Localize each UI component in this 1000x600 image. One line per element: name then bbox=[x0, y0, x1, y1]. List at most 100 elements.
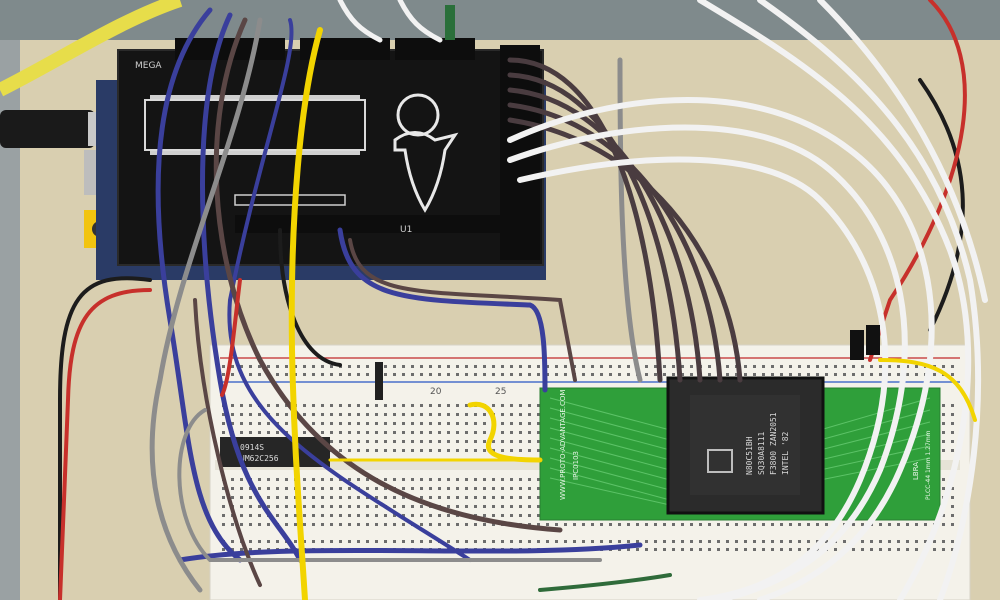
breadboard-hole bbox=[249, 548, 252, 551]
breadboard-hole bbox=[231, 523, 234, 526]
breadboard-hole bbox=[303, 478, 306, 481]
breadboard-hole bbox=[474, 505, 477, 508]
breadboard-hole bbox=[519, 373, 522, 376]
breadboard-hole bbox=[402, 404, 405, 407]
breadboard-hole bbox=[339, 373, 342, 376]
breadboard-hole bbox=[528, 373, 531, 376]
breadboard-hole bbox=[456, 523, 459, 526]
breadboard-hole bbox=[600, 540, 603, 543]
breadboard-hole bbox=[438, 478, 441, 481]
breadboard-hole bbox=[447, 505, 450, 508]
breadboard-hole bbox=[393, 404, 396, 407]
breadboard-hole bbox=[375, 540, 378, 543]
breadboard-hole bbox=[366, 540, 369, 543]
breadboard-hole bbox=[951, 404, 954, 407]
breadboard-hole bbox=[357, 422, 360, 425]
breadboard-hole bbox=[447, 487, 450, 490]
breadboard-hole bbox=[357, 413, 360, 416]
breadboard-hole bbox=[429, 496, 432, 499]
breadboard-hole bbox=[519, 505, 522, 508]
breadboard-hole bbox=[339, 404, 342, 407]
breadboard-hole bbox=[348, 496, 351, 499]
breadboard-hole bbox=[942, 404, 945, 407]
board-label: MEGA bbox=[135, 61, 162, 71]
breadboard-hole bbox=[870, 373, 873, 376]
breadboard-hole bbox=[267, 487, 270, 490]
breadboard-hole bbox=[357, 404, 360, 407]
breadboard-hole bbox=[627, 373, 630, 376]
breadboard-hole bbox=[294, 514, 297, 517]
breadboard-hole bbox=[492, 440, 495, 443]
breadboard-hole bbox=[429, 487, 432, 490]
breadboard-hole bbox=[501, 478, 504, 481]
breadboard-hole bbox=[681, 548, 684, 551]
breadboard-hole bbox=[411, 422, 414, 425]
breadboard-hole bbox=[492, 540, 495, 543]
breadboard-hole bbox=[708, 373, 711, 376]
adapter-code: IPC0103 bbox=[572, 451, 580, 480]
breadboard-hole bbox=[240, 478, 243, 481]
breadboard-hole bbox=[348, 365, 351, 368]
breadboard-hole bbox=[330, 365, 333, 368]
breadboard-hole bbox=[321, 404, 324, 407]
breadboard-hole bbox=[951, 365, 954, 368]
breadboard-hole bbox=[852, 365, 855, 368]
breadboard-hole bbox=[402, 373, 405, 376]
breadboard-hole bbox=[681, 523, 684, 526]
breadboard-hole bbox=[663, 365, 666, 368]
breadboard-hole bbox=[528, 365, 531, 368]
breadboard-hole bbox=[249, 373, 252, 376]
breadboard-hole bbox=[420, 413, 423, 416]
breadboard-hole bbox=[789, 373, 792, 376]
wire-white-5 bbox=[757, 0, 982, 600]
breadboard-hole bbox=[708, 523, 711, 526]
breadboard-hole bbox=[528, 540, 531, 543]
breadboard-hole bbox=[375, 514, 378, 517]
breadboard-hole bbox=[501, 404, 504, 407]
breadboard-hole bbox=[501, 487, 504, 490]
breadboard-hole bbox=[384, 496, 387, 499]
breadboard-hole bbox=[375, 440, 378, 443]
breadboard-hole bbox=[384, 514, 387, 517]
breadboard-hole bbox=[537, 496, 540, 499]
breadboard-hole bbox=[798, 365, 801, 368]
breadboard-hole bbox=[303, 431, 306, 434]
breadboard-hole bbox=[483, 431, 486, 434]
breadboard-hole bbox=[780, 365, 783, 368]
green-connector bbox=[445, 5, 455, 40]
breadboard-hole bbox=[465, 496, 468, 499]
breadboard-hole bbox=[267, 505, 270, 508]
breadboard-hole bbox=[429, 431, 432, 434]
wire-purple-3 bbox=[337, 227, 548, 393]
breadboard-hole bbox=[474, 487, 477, 490]
breadboard-hole bbox=[942, 431, 945, 434]
breadboard-hole bbox=[348, 422, 351, 425]
breadboard-hole bbox=[555, 373, 558, 376]
breadboard-hole bbox=[708, 365, 711, 368]
wire-white-4 bbox=[697, 0, 972, 600]
dupont-connector-2 bbox=[866, 325, 880, 355]
breadboard-hole bbox=[483, 413, 486, 416]
breadboard-hole bbox=[285, 413, 288, 416]
breadboard-hole bbox=[537, 422, 540, 425]
breadboard-hole bbox=[654, 373, 657, 376]
breadboard-hole bbox=[294, 540, 297, 543]
breadboard-hole bbox=[807, 548, 810, 551]
breadboard-hole bbox=[438, 440, 441, 443]
breadboard-hole bbox=[519, 540, 522, 543]
breadboard-hole bbox=[537, 523, 540, 526]
breadboard-hole bbox=[942, 422, 945, 425]
breadboard-hole bbox=[411, 373, 414, 376]
breadboard-hole bbox=[771, 523, 774, 526]
breadboard-hole bbox=[285, 523, 288, 526]
breadboard-hole bbox=[429, 540, 432, 543]
bottom-header bbox=[235, 215, 505, 233]
breadboard-hole bbox=[582, 365, 585, 368]
breadboard-hole bbox=[357, 373, 360, 376]
breadboard-hole bbox=[771, 373, 774, 376]
ram-chip-line-2: UM62C256 bbox=[240, 454, 279, 463]
breadboard-hole bbox=[240, 496, 243, 499]
breadboard-hole bbox=[528, 404, 531, 407]
breadboard-hole bbox=[933, 373, 936, 376]
breadboard-hole bbox=[609, 523, 612, 526]
